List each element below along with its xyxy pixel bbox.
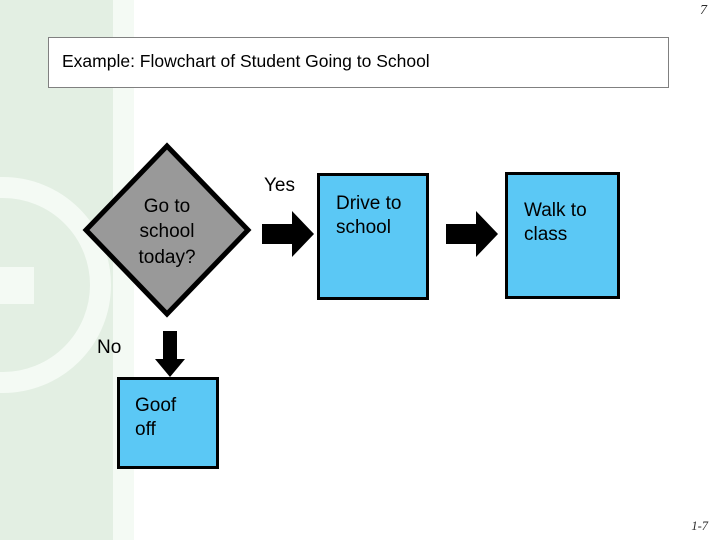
- branch-label-yes: Yes: [264, 175, 295, 196]
- process-node-drive-to-school-label: Drive to school: [336, 192, 426, 241]
- process-node-walk-to-class-label: Walk to class: [524, 199, 619, 248]
- decision-line-2: school: [139, 221, 195, 243]
- goof-line-1: Goof: [135, 395, 177, 416]
- branch-label-no: No: [97, 337, 122, 358]
- arrow-right-icon-decision-to-drive: [262, 211, 314, 257]
- page-number: 7: [700, 3, 707, 18]
- arrow-right-icon-drive-to-walk: [446, 211, 498, 257]
- walk-line-2: class: [524, 224, 568, 246]
- drive-line-1: Drive to: [336, 193, 402, 214]
- footer-page-reference: 1-7: [691, 519, 708, 533]
- process-node-drive-to-school[interactable]: [317, 173, 429, 300]
- decision-line-1: Go to: [143, 196, 191, 218]
- arrow-down-icon-decision-to-goof-off: [155, 331, 185, 377]
- diamond-shape-icon: [82, 142, 252, 318]
- title-box: Example: Flowchart of Student Going to S…: [48, 37, 669, 88]
- drive-line-2: school: [336, 217, 391, 239]
- process-node-goof-off-label: Goof off: [135, 394, 215, 443]
- process-node-goof-off[interactable]: [117, 377, 219, 469]
- walk-line-1: Walk to: [524, 200, 587, 221]
- decision-node-label: Go to school today?: [82, 142, 252, 318]
- goof-line-2: off: [135, 419, 156, 441]
- decorative-ring-bar: [0, 267, 34, 304]
- page-title: Example: Flowchart of Student Going to S…: [62, 51, 430, 71]
- decision-node-go-to-school[interactable]: Go to school today?: [82, 142, 252, 318]
- decision-line-3: today?: [138, 246, 196, 268]
- process-node-walk-to-class[interactable]: [505, 172, 620, 299]
